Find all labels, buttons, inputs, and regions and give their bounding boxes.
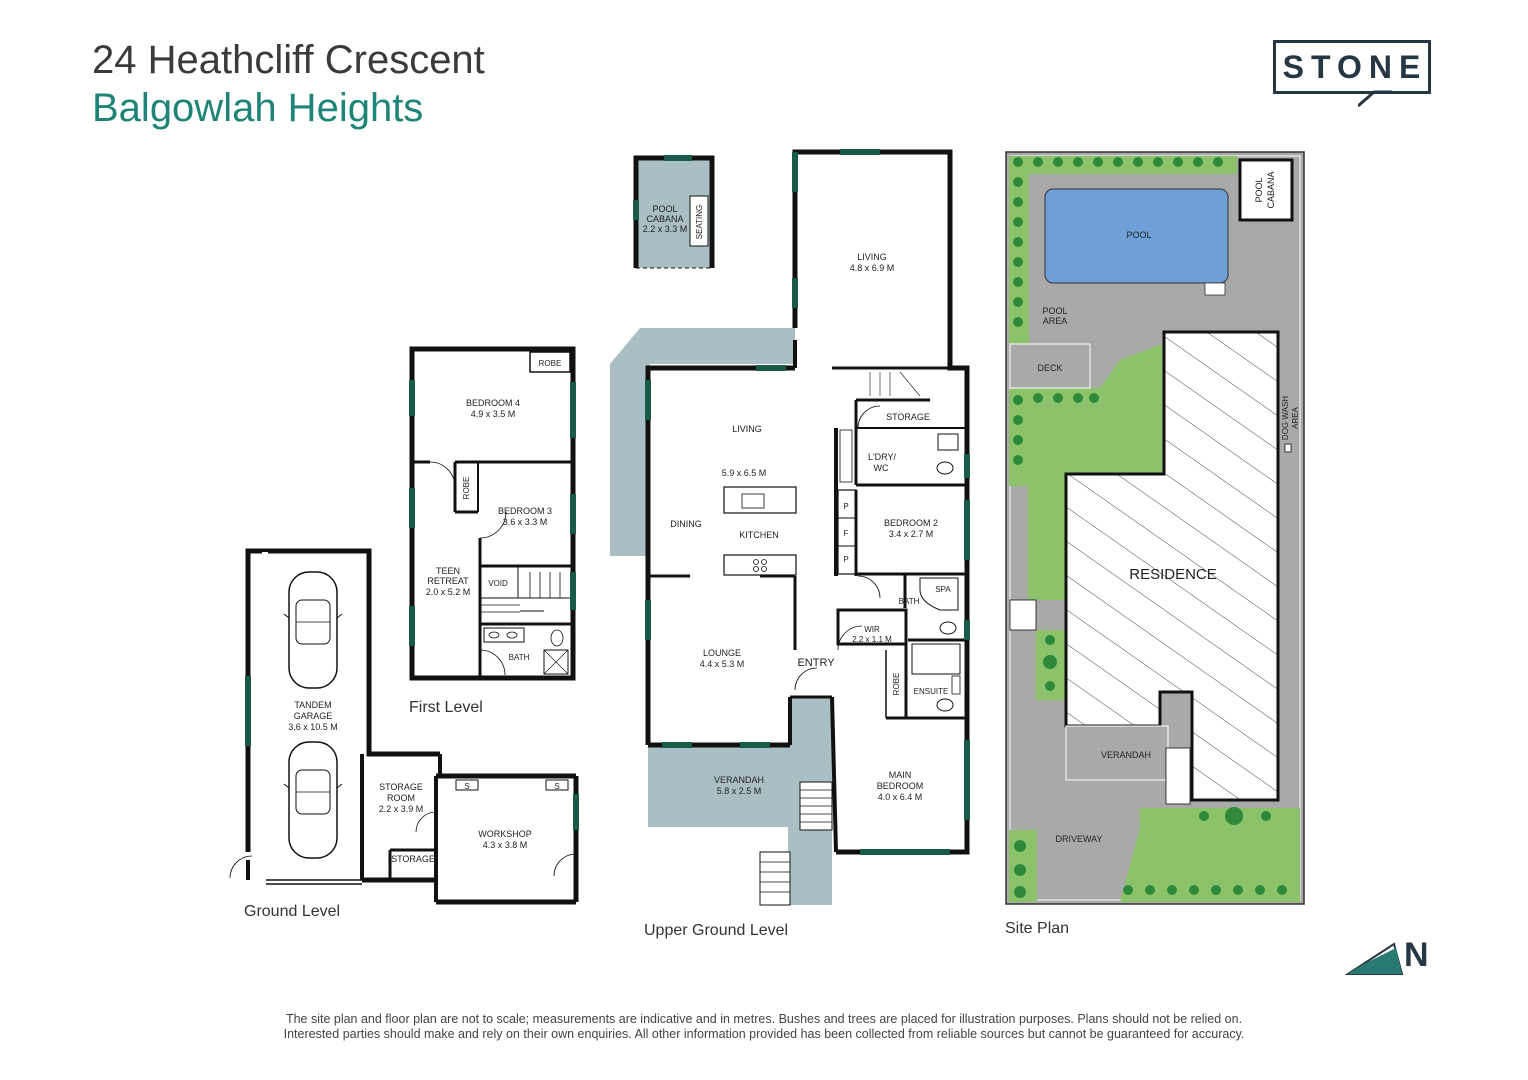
site-driveway-label: DRIVEWAY	[1055, 834, 1102, 844]
living-top-label: LIVING	[857, 252, 887, 262]
main-bedroom-size: 4.0 x 6.4 M	[878, 792, 923, 802]
storage-room-size: 2.2 x 3.9 M	[379, 804, 424, 814]
north-letter: N	[1404, 936, 1429, 974]
pantry-p2: P	[843, 555, 848, 564]
site-dog-wash-label-2: AREA	[1291, 406, 1300, 428]
ensuite-label: ENSUITE	[914, 687, 949, 696]
bedroom3-size: 3.6 x 3.3 M	[503, 517, 548, 527]
north-arrow-icon	[1344, 942, 1404, 975]
bath-first-label: BATH	[509, 653, 530, 662]
site-dog-wash-label: DOG WASH	[1281, 396, 1290, 440]
site-plan-label: Site Plan	[1005, 920, 1070, 937]
lounge-label: LOUNGE	[703, 648, 741, 658]
robe-main-label: ROBE	[892, 673, 901, 696]
garage-label: TANDEM	[294, 700, 331, 710]
wir-label: WIR	[864, 625, 880, 634]
verandah-label: VERANDAH	[714, 775, 764, 785]
address-line-2: Balgowlah Heights	[92, 86, 424, 130]
site-verandah-label: VERANDAH	[1101, 750, 1151, 760]
storage-room-label: STORAGE	[379, 782, 423, 792]
pool-cabana-size: 2.2 x 3.3 M	[643, 224, 688, 234]
bedroom4-size: 4.9 x 3.5 M	[471, 409, 516, 419]
teen-retreat-size: 2.0 x 5.2 M	[426, 587, 471, 597]
verandah-size: 5.8 x 2.5 M	[717, 786, 762, 796]
upper-ground-plan	[610, 149, 970, 906]
workshop-size: 4.3 x 3.8 M	[483, 840, 528, 850]
laundry-label-2: WC	[874, 463, 889, 473]
void-label: VOID	[488, 579, 508, 588]
robe-first-label: ROBE	[539, 359, 562, 368]
spa-label: SPA	[935, 585, 951, 594]
main-bedroom-label-2: BEDROOM	[877, 781, 924, 791]
workshop-label: WORKSHOP	[478, 829, 532, 839]
upper-ground-level-label: Upper Ground Level	[644, 922, 789, 939]
living-main-size: 5.9 x 6.5 M	[722, 468, 767, 478]
car-icon-2	[283, 741, 343, 859]
site-pool-area-label: POOL	[1042, 306, 1067, 316]
pool-cabana-plan	[633, 155, 715, 269]
storage-small-label: STORAGE	[391, 854, 435, 864]
entry-label: ENTRY	[797, 657, 835, 669]
bedroom2-size: 3.4 x 2.7 M	[889, 529, 934, 539]
ground-level-plan	[229, 548, 579, 905]
pool-cabana-label-2: CABANA	[646, 214, 683, 224]
bath-upper-label: BATH	[899, 597, 920, 606]
laundry-label: L'DRY/	[868, 452, 897, 462]
logo-tail-icon	[1358, 90, 1392, 108]
site-pool-area-label-2: AREA	[1043, 316, 1068, 326]
garage-size: 3.6 x 10.5 M	[288, 722, 338, 732]
first-level-plan	[409, 346, 576, 681]
storage-room-label-2: ROOM	[387, 793, 415, 803]
site-pool-cabana-label-2: CABANA	[1266, 171, 1276, 208]
disclaimer-line-2: Interested parties should make and rely …	[283, 1027, 1245, 1041]
first-level-label: First Level	[409, 699, 483, 716]
garage-label-2: GARAGE	[294, 711, 333, 721]
car-icon-1	[283, 571, 343, 689]
stone-logo: STONE	[1273, 40, 1431, 94]
robe-b3-label: ROBE	[462, 477, 471, 500]
lounge-size: 4.4 x 5.3 M	[700, 659, 745, 669]
disclaimer-line-1: The site plan and floor plan are not to …	[285, 1012, 1243, 1026]
wir-size: 2.2 x 1.1 M	[852, 635, 892, 644]
pantry-f: F	[844, 529, 849, 538]
dining-label: DINING	[670, 519, 702, 529]
bedroom3-label: BEDROOM 3	[498, 506, 552, 516]
seating-label: SEATING	[695, 205, 704, 240]
living-top-size: 4.8 x 6.9 M	[850, 263, 895, 273]
address-line-1: 24 Heathcliff Crescent	[92, 38, 485, 82]
site-pool-label: POOL	[1126, 230, 1151, 240]
site-residence-label: RESIDENCE	[1129, 566, 1217, 583]
ground-level-label: Ground Level	[244, 903, 341, 920]
main-bedroom-label: MAIN	[889, 770, 912, 780]
site-plan	[1005, 151, 1305, 905]
living-main-label: LIVING	[732, 424, 762, 434]
sink-label-2: S	[554, 782, 559, 791]
storage-upper-label: STORAGE	[886, 412, 930, 422]
sink-label-1: S	[464, 782, 469, 791]
bedroom4-label: BEDROOM 4	[466, 398, 520, 408]
bedroom2-label: BEDROOM 2	[884, 518, 938, 528]
kitchen-label: KITCHEN	[739, 530, 779, 540]
site-pool-cabana-label: POOL	[1254, 177, 1264, 202]
shrub-icons	[1013, 157, 1287, 898]
site-deck-label: DECK	[1037, 363, 1062, 373]
teen-retreat-label: TEEN	[436, 566, 460, 576]
pantry-p1: P	[843, 502, 848, 511]
teen-retreat-label-2: RETREAT	[427, 576, 469, 586]
pool-cabana-label: POOL	[652, 204, 677, 214]
